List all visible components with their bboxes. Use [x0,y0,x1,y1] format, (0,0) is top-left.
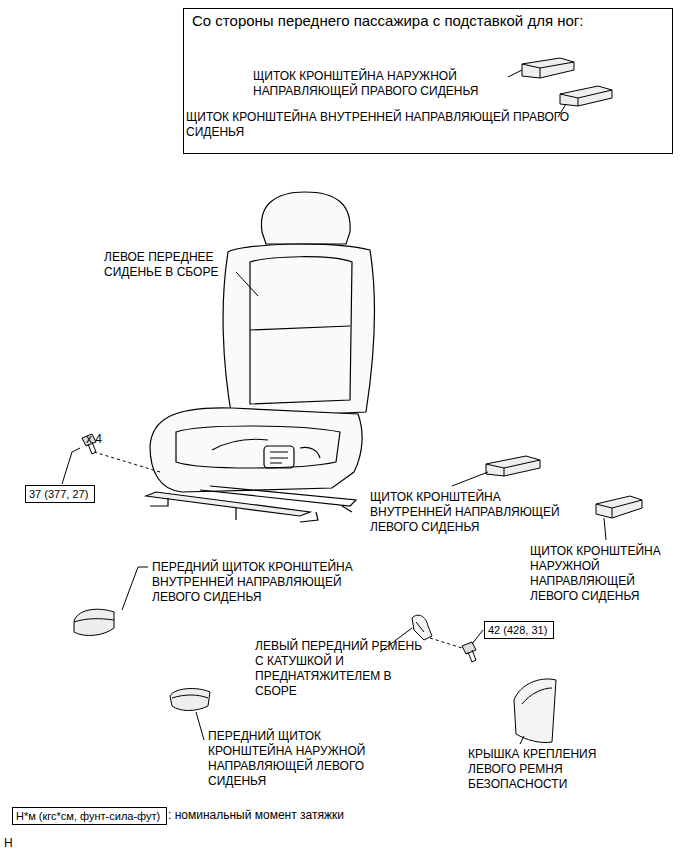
page-mark: H [4,836,13,851]
leader-line [196,712,204,740]
leader-line [452,472,488,486]
seat-drawing [146,192,374,522]
part-name: ПЕРЕДНИЙ ЩИТОК КРОНШТЕЙНА НАРУЖНОЙ НАПРА… [208,729,386,789]
part-name: ЩИТОК КРОНШТЕЙНА ВНУТРЕННЕЙ НАПРАВЛЯЮЩЕЙ… [370,490,585,535]
part-name: КРЫШКА КРЕПЛЕНИЯ ЛЕВОГО РЕМНЯ БЕЗОПАСНОС… [468,747,620,792]
dashed-line [94,452,160,472]
torque-value: 37 (377, 27) [29,487,91,501]
part-name: ЛЕВЫЙ ПЕРЕДНИЙ РЕМЕНЬ С КАТУШКОЙ И ПРЕДН… [255,639,423,699]
leader-line [604,518,606,540]
legend-box: Н*м (кгс*см, фунт-сила-фут) [12,807,167,825]
bolt-icon [462,642,476,662]
leader-line [472,630,483,644]
outer-shield [596,496,642,518]
inner-shield [486,456,540,476]
part-name: ЛЕВОЕ ПЕРЕДНЕЕ СИДЕНЬЕ В СБОРЕ [104,250,249,280]
part-name: ЩИТОК КРОНШТЕЙНА НАРУЖНОЙ НАПРАВЛЯЮЩЕЙ П… [253,69,518,99]
part-name: ЩИТОК КРОНШТЕЙНА ВНУТРЕННЕЙ НАПРАВЛЯЮЩЕЙ… [186,110,571,140]
torque-box: 37 (377, 27) [25,485,95,503]
dashed-line [430,638,462,648]
leader-line [508,70,522,77]
part-name: ПЕРЕДНИЙ ЩИТОК КРОНШТЕЙНА ВНУТРЕННЕЙ НАП… [152,560,377,605]
front-inner-shield [74,609,114,635]
belt-anchor [412,615,432,640]
quantity-label: x 4 [86,432,102,447]
torque-box: 42 (428, 31) [484,621,554,639]
legend-text: : номинальный момент затяжки [168,808,344,823]
leader-line [520,736,524,744]
leader-line [62,448,80,484]
torque-value: Н*м (кгс*см, фунт-сила-фут) [16,809,163,823]
inset-heading: Со стороны переднего пассажира с подстав… [192,12,664,30]
torque-value: 42 (428, 31) [488,623,550,637]
part-name: ЩИТОК КРОНШТЕЙНА НАРУЖНОЙ НАПРАВЛЯЮЩЕЙ Л… [530,544,682,604]
right-inner-shield [560,86,612,106]
leader-line [122,567,148,610]
front-outer-shield [170,689,210,711]
right-outer-shield [522,58,574,78]
leader-line [236,272,258,296]
belt-cover [514,679,556,743]
